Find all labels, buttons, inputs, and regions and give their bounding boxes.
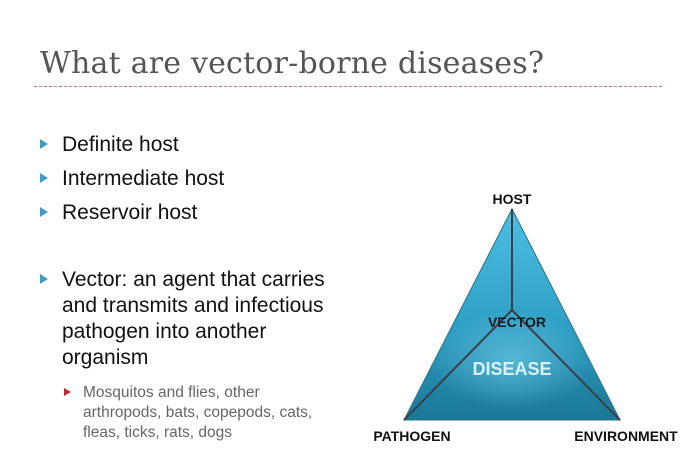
title-divider (34, 86, 662, 87)
slide-title: What are vector-borne diseases? (40, 46, 545, 81)
label-vector: VECTOR (488, 314, 546, 330)
label-disease: DISEASE (472, 359, 551, 379)
epidemiologic-triangle-diagram: HOST VECTOR DISEASE PATHOGEN ENVIRONMENT (373, 191, 678, 444)
bullet-text: Intermediate host (62, 167, 225, 190)
connector-pathogen-vector (403, 309, 513, 421)
bullet-text: Vector: an agent that carries and transm… (62, 268, 325, 369)
connector-environment-vector (511, 309, 621, 421)
label-host: HOST (493, 191, 532, 207)
sub-bullet-text: Mosquitos and flies, other arthropods, b… (83, 384, 313, 441)
bullet-arrow-icon (40, 207, 48, 217)
bullet-arrow-icon (40, 274, 48, 284)
bullet-text: Reservoir host (62, 201, 198, 224)
label-pathogen: PATHOGEN (373, 428, 450, 444)
bullet-vector-definition: Vector: an agent that carries and transm… (40, 267, 360, 377)
sub-bullet-arrow-icon (64, 388, 71, 396)
bullet-arrow-icon (40, 173, 48, 183)
label-environment: ENVIRONMENT (574, 428, 678, 444)
bullet-reservoir-host: Reservoir host (40, 200, 320, 226)
bullet-text: Definite host (62, 133, 179, 156)
bullet-definite-host: Definite host (40, 132, 320, 158)
triangle-highlight (432, 310, 592, 410)
bullet-intermediate-host: Intermediate host (40, 166, 320, 192)
sub-bullet-vector-examples: Mosquitos and flies, other arthropods, b… (64, 383, 344, 453)
bullet-arrow-icon (40, 139, 48, 149)
